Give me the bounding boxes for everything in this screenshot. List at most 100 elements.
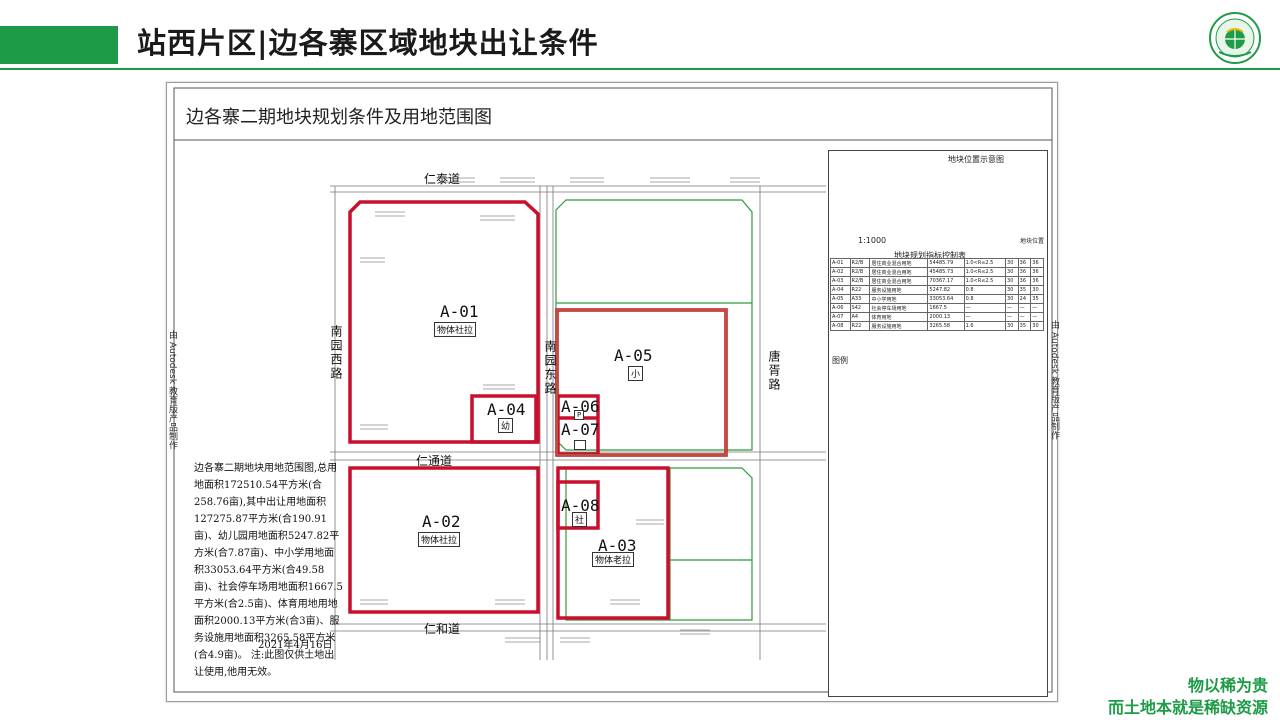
table-cell: 35	[1017, 285, 1032, 295]
parcel-a05-label: A-05	[614, 346, 653, 365]
parcel-a04-label: A-04	[487, 400, 526, 419]
parcel-a08-use: 社	[572, 512, 588, 527]
table-cell: R2/B	[849, 276, 871, 286]
table-cell: 0.8	[963, 294, 1007, 304]
table-cell: 30	[1005, 258, 1019, 268]
table-cell: A-04	[830, 285, 851, 295]
parcel-a03-label: A-03	[598, 536, 637, 555]
table-cell: 36	[1017, 258, 1032, 268]
table-cell: 33053.64	[927, 294, 965, 304]
header-divider	[0, 68, 1280, 70]
location-map-title: 地块位置示意图	[948, 155, 1004, 164]
table-cell: 30	[1005, 276, 1019, 286]
table-cell: A-03	[830, 276, 851, 286]
control-table-title: 地块规划指标控制表	[894, 251, 966, 260]
table-cell: 30	[1005, 294, 1019, 304]
table-cell: 1.0<R≤2.5	[963, 258, 1007, 268]
logo-icon	[1209, 12, 1261, 64]
table-cell: 中小学用地	[869, 294, 929, 304]
table-cell: —	[963, 312, 1007, 322]
table-cell: R2/B	[849, 267, 871, 277]
table-cell: 35	[1030, 294, 1044, 304]
page-title: 站西片区|边各寨区域地块出让条件	[137, 26, 599, 60]
table-cell: —	[1030, 303, 1044, 313]
table-cell: —	[1017, 312, 1032, 322]
table-cell: A-06	[830, 303, 851, 313]
planning-info-panel	[828, 150, 1048, 697]
table-cell: —	[963, 303, 1007, 313]
area-note: 边各寨二期地块用地范围图,总用地面积172510.54平方米(合258.76亩)…	[194, 463, 343, 678]
table-cell: R2/B	[849, 258, 871, 268]
parcel-a02-use: 物体社拉	[418, 532, 461, 547]
table-cell: 36	[1017, 276, 1032, 286]
parcel-a02-label: A-02	[422, 512, 461, 531]
table-cell: A4	[849, 312, 871, 322]
table-cell: R22	[849, 321, 871, 331]
road-label-north: 仁泰道	[424, 172, 461, 186]
table-cell: 居住商业混合用地	[869, 276, 929, 286]
slogan-line-1: 物以稀为贵	[1187, 676, 1268, 695]
table-cell: 5247.82	[927, 285, 965, 295]
table-cell: 70367.17	[927, 276, 965, 286]
parcel-a01-label: A-01	[440, 302, 479, 321]
parcel-a07-use	[574, 440, 586, 450]
parcel-a05-use: 小	[628, 366, 644, 381]
table-cell: 2000.13	[927, 312, 965, 322]
table-cell: —	[1017, 303, 1032, 313]
road-label-south: 仁和道	[424, 622, 461, 636]
road-label-middle: 仁通道	[416, 454, 453, 468]
table-cell: 36	[1030, 276, 1044, 286]
table-cell: 35	[1017, 321, 1032, 331]
table-cell: 24	[1017, 294, 1032, 304]
table-cell: —	[1030, 312, 1044, 322]
watermark-right: 由 Autodesk 教育版产品制作	[1049, 320, 1059, 440]
parcel-a08-label: A-08	[561, 496, 600, 515]
table-cell: 0.8	[963, 285, 1007, 295]
road-label-center: 南园东路	[543, 340, 557, 396]
table-cell: 社会停车场用地	[869, 303, 929, 313]
watermark-left: 由 Autodesk 教育版产品制作	[167, 330, 177, 450]
document-date: 2021年4月16日	[258, 640, 333, 651]
table-cell: A-07	[830, 312, 851, 322]
table-cell: 居住商业混合用地	[869, 267, 929, 277]
map-scale: 1:1000	[858, 236, 887, 245]
table-cell: 服务设施用地	[869, 285, 929, 295]
table-cell: A33	[849, 294, 871, 304]
road-label-west: 南园西路	[329, 325, 343, 381]
parcel-a03-use: 物体老拉	[592, 552, 635, 567]
table-cell: 30	[1005, 267, 1019, 277]
table-cell: 1.0<R≤2.5	[963, 267, 1007, 277]
parcel-a06-label: A-06	[561, 397, 600, 416]
table-cell: S42	[849, 303, 871, 313]
table-cell: —	[1005, 312, 1019, 322]
table-cell: A-02	[830, 267, 851, 277]
table-cell: 体育用地	[869, 312, 929, 322]
table-cell: —	[1005, 303, 1019, 313]
table-cell: A-08	[830, 321, 851, 331]
location-legend: 地块位置	[1020, 238, 1045, 245]
table-cell: 3265.58	[927, 321, 965, 331]
table-cell: 1.6	[963, 321, 1007, 331]
parcel-a01-use: 物体社拉	[434, 322, 477, 337]
road-label-east: 唐胥路	[767, 350, 781, 392]
table-cell: A-05	[830, 294, 851, 304]
parcel-a07-label: A-07	[561, 420, 600, 439]
table-cell: 36	[1030, 267, 1044, 277]
table-cell: 45485.73	[927, 267, 965, 277]
table-cell: 居住商业混合用地	[869, 258, 929, 268]
parcel-a06-use: P	[574, 410, 585, 420]
table-cell: 30	[1005, 321, 1019, 331]
parcel-a04-use: 幼	[498, 418, 514, 433]
table-cell: R22	[849, 285, 871, 295]
slogan-line-2: 而土地本就是稀缺资源	[1107, 698, 1268, 717]
table-cell: 1667.5	[927, 303, 965, 313]
table-cell: 30	[1030, 285, 1044, 295]
table-cell: 30	[1005, 285, 1019, 295]
